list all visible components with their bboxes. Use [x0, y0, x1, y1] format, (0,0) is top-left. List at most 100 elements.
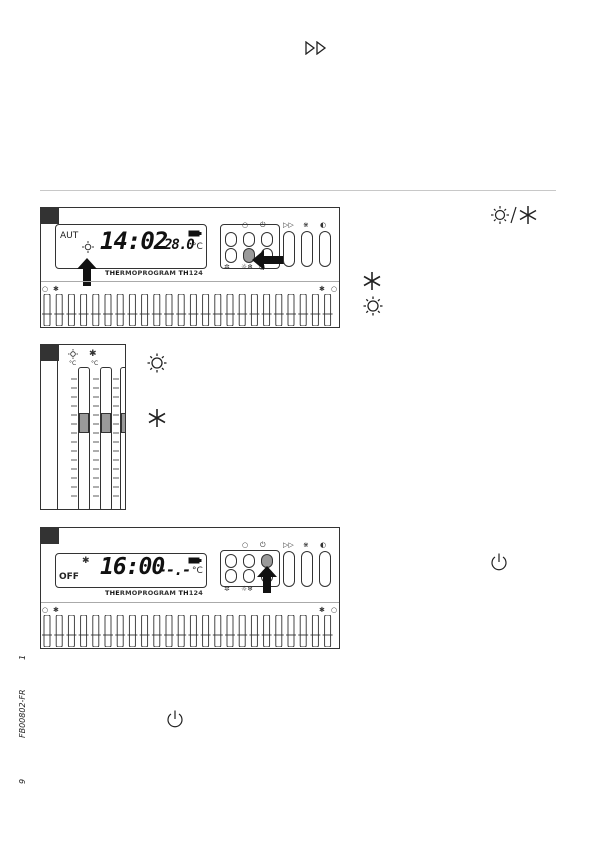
panel-divider	[41, 281, 339, 282]
program-tooth[interactable]	[93, 615, 99, 647]
set-button[interactable]	[225, 248, 237, 263]
light-button[interactable]	[319, 551, 331, 587]
clock-icon: ✲	[224, 264, 230, 271]
sun-small-icon: ○	[42, 607, 48, 614]
up-button[interactable]	[243, 554, 255, 568]
program-tooth[interactable]	[56, 615, 62, 647]
power-icon: ⏻	[260, 542, 266, 549]
program-tooth[interactable]	[68, 615, 74, 647]
set-button[interactable]	[225, 569, 237, 583]
program-tooth[interactable]	[325, 294, 331, 326]
fan-button[interactable]	[301, 231, 313, 267]
mode-button[interactable]	[225, 232, 237, 247]
mode-label: OFF	[59, 572, 79, 582]
program-teeth	[41, 294, 339, 326]
program-tooth[interactable]	[300, 615, 306, 647]
program-tooth[interactable]	[264, 294, 270, 326]
up-button[interactable]	[243, 232, 255, 247]
program-tooth[interactable]	[276, 615, 282, 647]
program-tooth[interactable]	[203, 294, 209, 326]
sun-small-icon: ○	[42, 286, 48, 293]
program-tooth[interactable]	[288, 294, 294, 326]
snowflake-icon	[148, 409, 166, 427]
program-tooth[interactable]	[215, 294, 221, 326]
sun-icon	[363, 296, 383, 316]
program-tooth[interactable]	[178, 615, 184, 647]
program-tooth[interactable]	[129, 294, 135, 326]
circle-icon: ○	[242, 222, 248, 229]
program-tooth[interactable]	[251, 294, 257, 326]
double-chevron-right-icon: ▷▷	[283, 542, 294, 549]
battery-icon	[188, 230, 202, 237]
program-tooth[interactable]	[68, 294, 74, 326]
skip-button[interactable]	[283, 551, 295, 587]
thermostat-panel-1: AUT 14:02 28.0 °C THERMOPROGRAM TH124 ○ …	[40, 207, 340, 328]
mode-button[interactable]	[225, 554, 237, 568]
program-tooth[interactable]	[129, 615, 135, 647]
program-tooth[interactable]	[178, 294, 184, 326]
program-tooth[interactable]	[81, 294, 87, 326]
arrow-up-pointer	[257, 566, 277, 593]
program-tooth[interactable]	[288, 615, 294, 647]
program-tooth[interactable]	[276, 294, 282, 326]
program-tooth[interactable]	[312, 615, 318, 647]
program-tooth[interactable]	[227, 615, 233, 647]
sun-icon	[82, 241, 94, 253]
program-tooth[interactable]	[105, 294, 111, 326]
doc-code: FB00802-FR	[18, 689, 27, 738]
light-button[interactable]	[319, 231, 331, 267]
time-display: 16:00	[100, 554, 164, 580]
arrow-left-pointer	[252, 250, 286, 270]
program-tooth[interactable]	[264, 615, 270, 647]
step-badge	[41, 528, 59, 544]
fan-icon: ⋇	[303, 542, 309, 549]
program-tooth[interactable]	[215, 615, 221, 647]
program-tooth[interactable]	[203, 615, 209, 647]
program-tooth[interactable]	[166, 294, 172, 326]
temperature-unit: °C	[192, 242, 203, 252]
program-tooth[interactable]	[300, 294, 306, 326]
program-tooth[interactable]	[239, 615, 245, 647]
power-icon: ⏻	[260, 222, 266, 229]
program-tooth[interactable]	[251, 615, 257, 647]
thermostat-side-panel: ✱ °C °C	[40, 344, 126, 510]
program-tooth[interactable]	[105, 615, 111, 647]
program-tooth[interactable]	[81, 615, 87, 647]
mode-label: AUT	[60, 231, 78, 241]
program-tooth[interactable]	[44, 294, 50, 326]
section-divider	[40, 190, 556, 191]
program-tooth[interactable]	[239, 294, 245, 326]
program-tooth[interactable]	[142, 615, 148, 647]
fan-icon: ⋇	[303, 222, 309, 229]
program-tooth[interactable]	[117, 294, 123, 326]
fan-button[interactable]	[301, 551, 313, 587]
program-tooth[interactable]	[154, 615, 160, 647]
program-tooth[interactable]	[56, 294, 62, 326]
program-tooth[interactable]	[325, 615, 331, 647]
skip-button[interactable]	[283, 231, 295, 267]
snow-small-icon-right: ✱	[319, 286, 325, 293]
program-tooth[interactable]	[166, 615, 172, 647]
program-tooth[interactable]	[190, 615, 196, 647]
sun-snow-label-icon: ☼❄	[241, 586, 253, 593]
program-tooth[interactable]	[227, 294, 233, 326]
sun-snow-toggle-button[interactable]	[243, 569, 255, 583]
sun-icon	[147, 353, 167, 373]
snow-small-icon: ✱	[53, 607, 59, 614]
program-tooth[interactable]	[312, 294, 318, 326]
power-button[interactable]	[261, 232, 273, 247]
step-badge	[41, 208, 59, 224]
sun-small-icon-right: ○	[331, 607, 337, 614]
program-tooth[interactable]	[44, 615, 50, 647]
battery-icon	[188, 557, 202, 564]
brand-logo: THERMOPROGRAM TH124	[105, 269, 203, 277]
program-tooth[interactable]	[93, 294, 99, 326]
snowflake-icon	[363, 272, 381, 290]
program-tooth[interactable]	[117, 615, 123, 647]
thermostat-panel-3: OFF ✱ 16:00 --.- °C THERMOPROGRAM TH124 …	[40, 527, 340, 649]
brand-logo: THERMOPROGRAM TH124	[105, 589, 203, 597]
bulb-icon: ◐	[320, 222, 326, 229]
program-tooth[interactable]	[190, 294, 196, 326]
program-tooth[interactable]	[154, 294, 160, 326]
program-tooth[interactable]	[142, 294, 148, 326]
